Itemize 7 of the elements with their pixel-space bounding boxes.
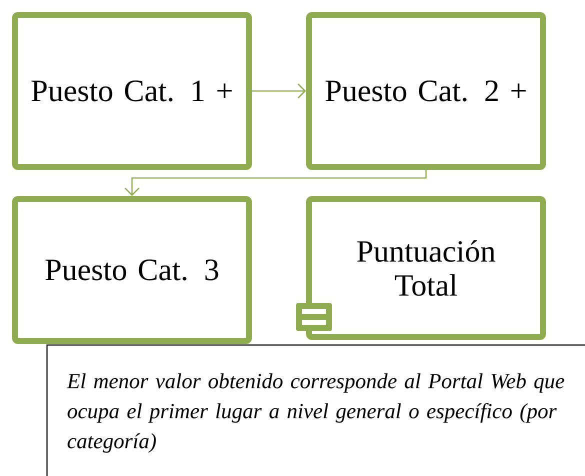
arrow: [252, 84, 306, 98]
note-box: El menor valor obtenido corresponde al Portal Web que ocupa el primer lugar a nivel general o específico (por categoría): [46, 344, 585, 476]
process-box: Puesto Cat. 1 +: [12, 12, 252, 170]
process-box: Puesto Cat. 3: [12, 196, 252, 344]
process-box: Puntuación Total: [306, 196, 546, 340]
arrow: [124, 170, 427, 196]
process-box: Puesto Cat. 2 +: [306, 12, 546, 170]
